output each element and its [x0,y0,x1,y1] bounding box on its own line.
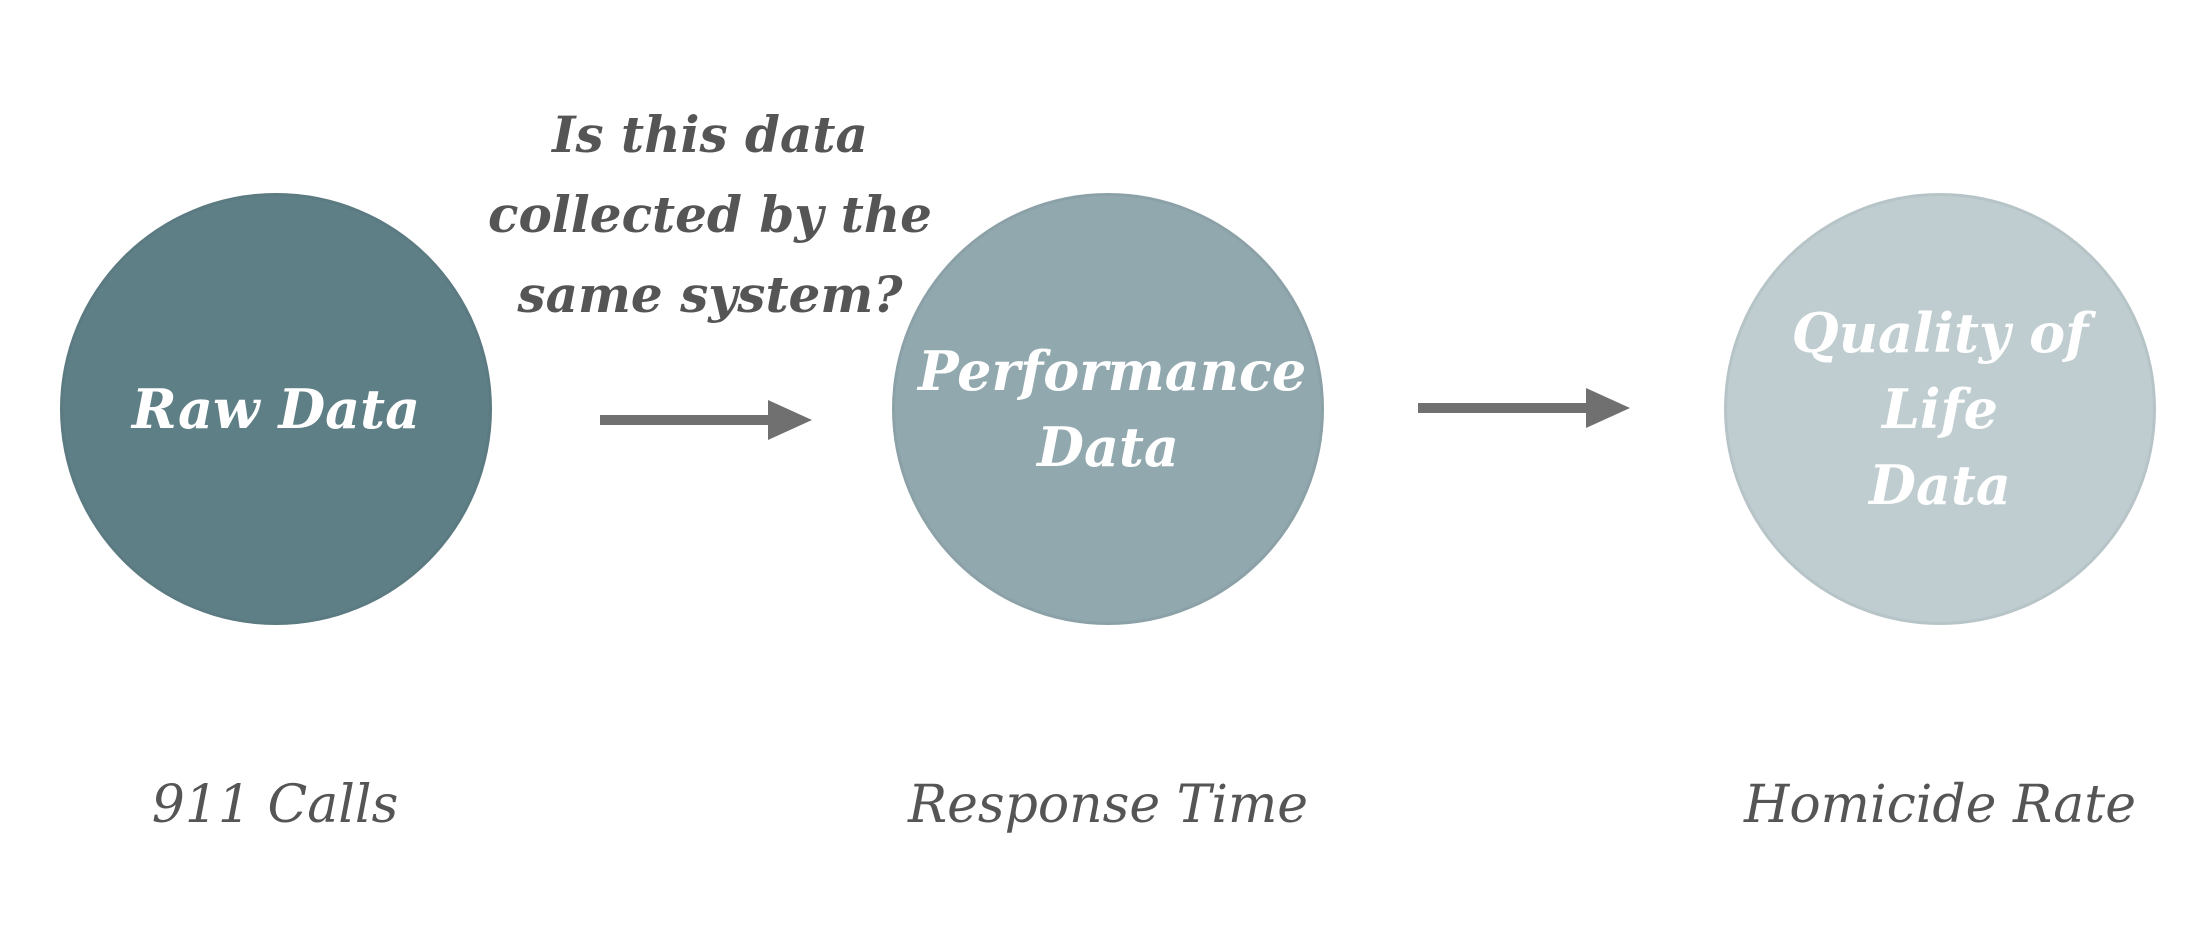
performance-data-node: Performance Data [892,193,1324,625]
performance-data-caption: Response Time [907,775,1309,835]
quality-of-life-data-caption: Homicide Rate [1744,775,2136,835]
quality-of-life-data-label: Quality of Life Data [1791,301,2089,517]
raw-data-node: Raw Data [60,193,492,625]
raw-data-label: Raw Data [131,377,421,441]
question-annotation: Is this data collected by the same syste… [488,105,932,324]
quality-of-life-data-node: Quality of Life Data [1724,193,2156,625]
arrow-head [768,400,812,440]
arrow-head [1586,388,1630,428]
performance-data-label: Performance Data [918,339,1307,479]
arrow-performance-to-quality [1418,388,1630,428]
raw-data-caption: 911 Calls [151,775,399,835]
arrow-raw-to-performance [600,400,812,440]
